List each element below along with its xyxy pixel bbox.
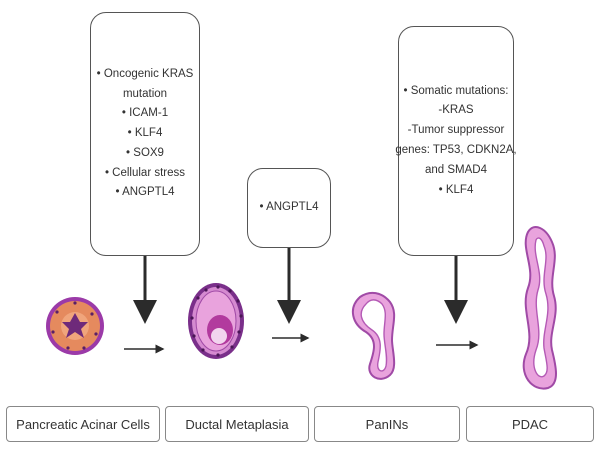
callout-acinar-factors: • Oncogenic KRAS mutation • ICAM-1 • KLF… [90, 12, 200, 256]
callout-item: • Oncogenic KRAS [96, 67, 194, 80]
pdac-illustration [522, 226, 557, 390]
stage-label-metaplasia: Ductal Metaplasia [165, 406, 309, 442]
callout-item: and SMAD4 [424, 163, 487, 176]
callout-item: • SOX9 [126, 146, 164, 159]
callout-item: -Tumor suppressor [407, 124, 505, 137]
callout-item: • KLF4 [438, 183, 474, 196]
callout-metaplasia-factors: • ANGPTL4 [247, 168, 331, 248]
callout-item: • Somatic mutations: [403, 84, 509, 97]
stage-label-panins: PanINs [314, 406, 460, 442]
panins-illustration [351, 291, 396, 380]
stage-label-pdac: PDAC [466, 406, 594, 442]
callout-item: • ANGPTL4 [259, 201, 319, 214]
callout-item: • Cellular stress [104, 166, 186, 179]
callout-item: mutation [122, 87, 168, 100]
callout-item: -KRAS [438, 104, 474, 117]
acinar-cells-illustration [46, 297, 104, 355]
callout-item: • ICAM-1 [121, 107, 169, 120]
ductal-metaplasia-illustration [188, 283, 244, 359]
callout-item: • KLF4 [127, 127, 163, 140]
callout-item: genes: TP53, CDKN2A, [395, 144, 517, 156]
stage-label-acinar: Pancreatic Acinar Cells [6, 406, 160, 442]
callout-panin-factors: • Somatic mutations: -KRAS -Tumor suppre… [395, 26, 517, 256]
callout-item: • ANGPTL4 [115, 186, 175, 199]
